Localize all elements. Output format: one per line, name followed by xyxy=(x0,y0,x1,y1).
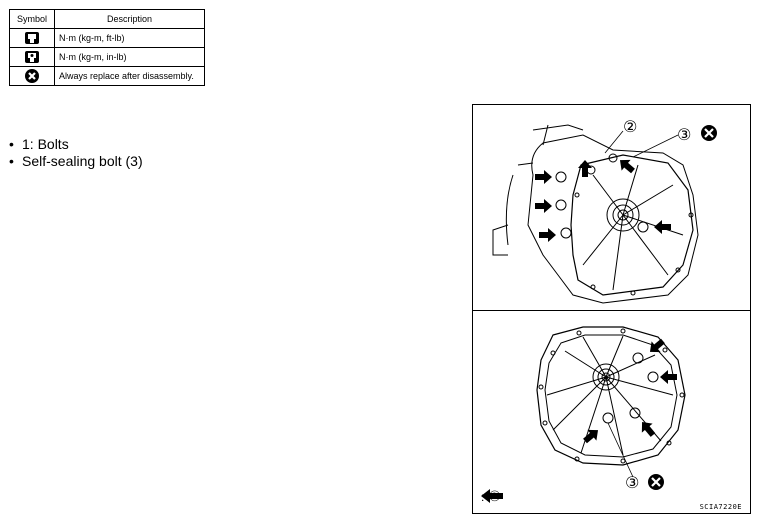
callout-3-bottom: ③ xyxy=(625,475,639,492)
note-item: 1: Bolts xyxy=(9,136,143,153)
figure-code: SCIA7220E xyxy=(699,503,742,511)
legend-row: N·m (kg-m, in-lb) xyxy=(9,47,205,67)
bolt-arrow xyxy=(654,220,671,234)
legend-symbol-cell xyxy=(9,28,55,48)
illustration-drawing: ② ③ xyxy=(492,119,717,492)
transmission-illustration: ② ③ xyxy=(472,104,751,514)
lower-cover-drawing xyxy=(536,326,686,466)
bolt-arrow xyxy=(615,154,638,177)
bolt-arrow xyxy=(645,335,668,358)
callout-2: ② xyxy=(623,119,637,136)
torque-wrench-small-icon xyxy=(25,51,39,63)
replace-x-icon xyxy=(25,69,39,83)
panel-divider xyxy=(473,310,750,311)
legend-description: N·m (kg-m, in-lb) xyxy=(54,47,205,67)
legend-row: Always replace after disassembly. xyxy=(9,66,205,86)
legend-row: N·m (kg-m, ft-lb) xyxy=(9,28,205,48)
bolt-arrow xyxy=(539,228,556,242)
note-item: Self-sealing bolt (3) xyxy=(9,153,143,170)
legend-description: Always replace after disassembly. xyxy=(54,66,205,86)
replace-x-icon xyxy=(701,125,717,141)
symbol-legend-table: Symbol Description N·m (kg-m, ft-lb) N·m… xyxy=(9,9,205,86)
upper-case-drawing xyxy=(492,124,699,304)
legend-header-description: Description xyxy=(54,9,205,29)
callout-3-top: ③ xyxy=(677,127,691,144)
bolt-arrow xyxy=(535,199,552,213)
arrow-left-icon xyxy=(481,489,503,503)
legend-header-symbol: Symbol xyxy=(9,9,55,29)
figure-legend: : ① xyxy=(481,489,503,505)
legend-header-row: Symbol Description xyxy=(9,9,205,29)
legend-description: N·m (kg-m, ft-lb) xyxy=(54,28,205,48)
legend-symbol-cell xyxy=(9,47,55,67)
replace-x-icon xyxy=(648,474,664,490)
bolt-arrow xyxy=(636,417,659,440)
notes-list: 1: Bolts Self-sealing bolt (3) xyxy=(9,136,143,170)
torque-wrench-icon xyxy=(25,32,39,44)
legend-symbol-cell xyxy=(9,66,55,86)
bolt-arrow xyxy=(535,170,552,184)
